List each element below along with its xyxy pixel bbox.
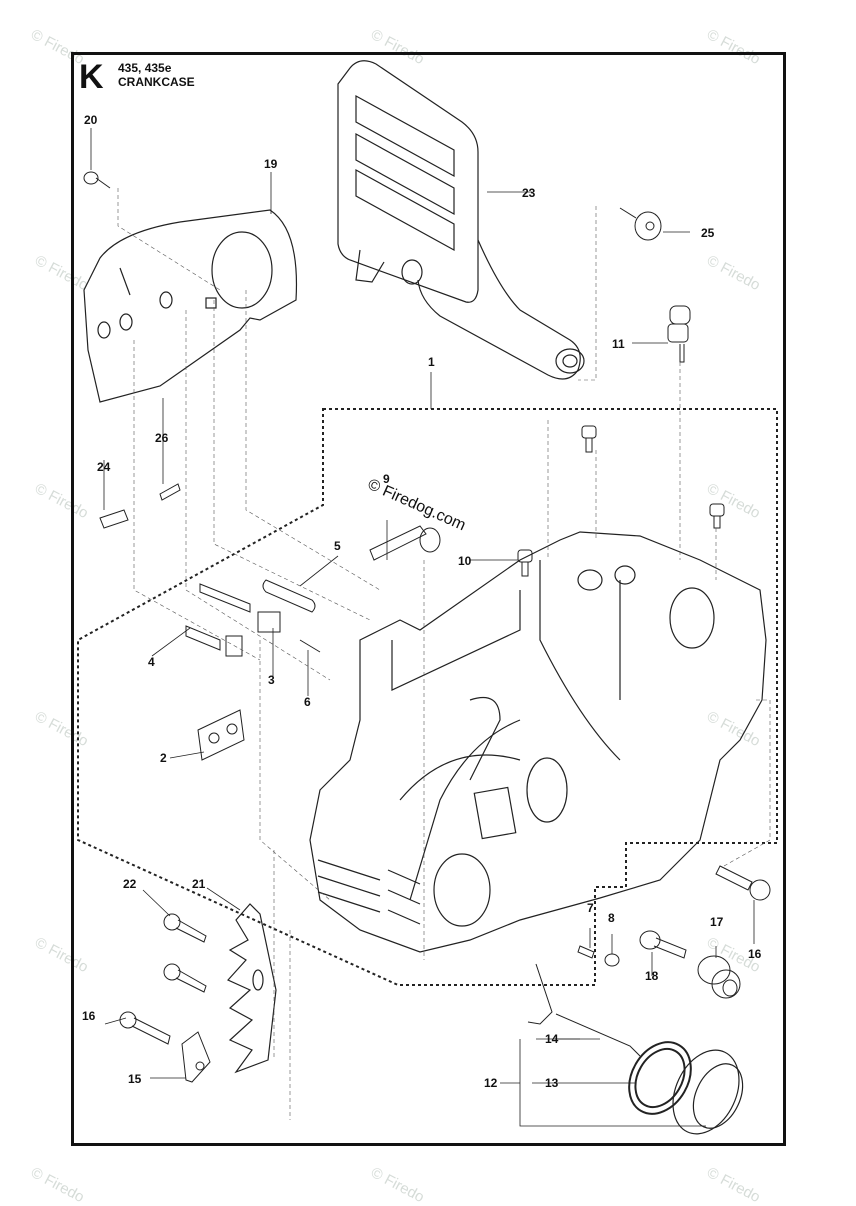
callout-26[interactable]: 26 (155, 431, 169, 445)
bumper-spike-21-part (227, 903, 277, 1074)
callout-25[interactable]: 25 (701, 226, 715, 240)
threaded-stud-part (199, 583, 251, 613)
front-handle-part (337, 60, 585, 380)
screw-22-part (163, 913, 207, 943)
callout-11[interactable]: 11 (612, 337, 625, 351)
suction-hose-14-part (527, 963, 641, 1057)
callout-4[interactable]: 4 (148, 655, 155, 669)
callout-23[interactable]: 23 (522, 186, 536, 200)
spring-26-part (159, 483, 181, 501)
o-ring-13-part (628, 1041, 692, 1115)
callout-24[interactable]: 24 (97, 460, 111, 474)
oil-pump-screw-9-part (369, 525, 441, 561)
callout-5[interactable]: 5 (334, 539, 341, 553)
screw-10-part (517, 549, 533, 577)
screw-22b-part (163, 963, 207, 993)
callout-8[interactable]: 8 (608, 911, 615, 925)
dashed-leader-lines (117, 188, 771, 1120)
callout-15[interactable]: 15 (128, 1072, 142, 1086)
sleeve-5-part (262, 579, 316, 613)
assembly-boundary (77, 408, 778, 986)
nipple-7-part (577, 945, 595, 959)
diagram-frame (71, 52, 786, 1146)
nut-plate-15-part (181, 1031, 211, 1083)
screw-top-1-part (581, 425, 597, 453)
pin-6-part (299, 639, 321, 653)
crankcase-body-part (309, 531, 767, 953)
guide-plate-24-part (99, 509, 129, 529)
chain-guard-part (83, 209, 298, 403)
stud-4-part (185, 625, 243, 657)
callout-16-right[interactable]: 16 (748, 947, 762, 961)
screw-16-right-part (715, 865, 771, 901)
sheet-models: 435, 435e (118, 61, 172, 75)
callout-22[interactable]: 22 (123, 877, 137, 891)
callout-10[interactable]: 10 (458, 554, 472, 568)
clip-11-part (667, 305, 691, 363)
callout-7[interactable]: 7 (587, 901, 594, 915)
callout-21[interactable]: 21 (192, 877, 206, 891)
leader-lines (90, 128, 755, 1127)
callout-14[interactable]: 14 (545, 1032, 559, 1046)
callout-20[interactable]: 20 (84, 113, 98, 127)
bracket-2-part (197, 709, 245, 761)
plate-3-part (257, 611, 281, 633)
callout-16-left[interactable]: 16 (82, 1009, 96, 1023)
oil-cap-12-part (672, 1049, 744, 1135)
callout-1[interactable]: 1 (428, 355, 435, 369)
screw-18-part (639, 930, 687, 959)
callout-9[interactable]: 9 (383, 472, 390, 486)
plug-17-part (697, 955, 741, 999)
callout-19[interactable]: 19 (264, 157, 278, 171)
callout-17[interactable]: 17 (710, 915, 724, 929)
callout-12[interactable]: 12 (484, 1076, 498, 1090)
sheet-title: CRANKCASE (118, 75, 195, 89)
plug-8-part (604, 953, 620, 967)
callout-3[interactable]: 3 (268, 673, 275, 687)
screw-top-2-part (709, 503, 725, 529)
callout-6[interactable]: 6 (304, 695, 311, 709)
screw-16-left-part (119, 1011, 171, 1045)
callout-2[interactable]: 2 (160, 751, 167, 765)
sheet-letter: K (79, 58, 104, 96)
screw-20-part (83, 171, 111, 189)
callout-18[interactable]: 18 (645, 969, 659, 983)
callout-13[interactable]: 13 (545, 1076, 559, 1090)
screw-25-part (619, 207, 662, 241)
